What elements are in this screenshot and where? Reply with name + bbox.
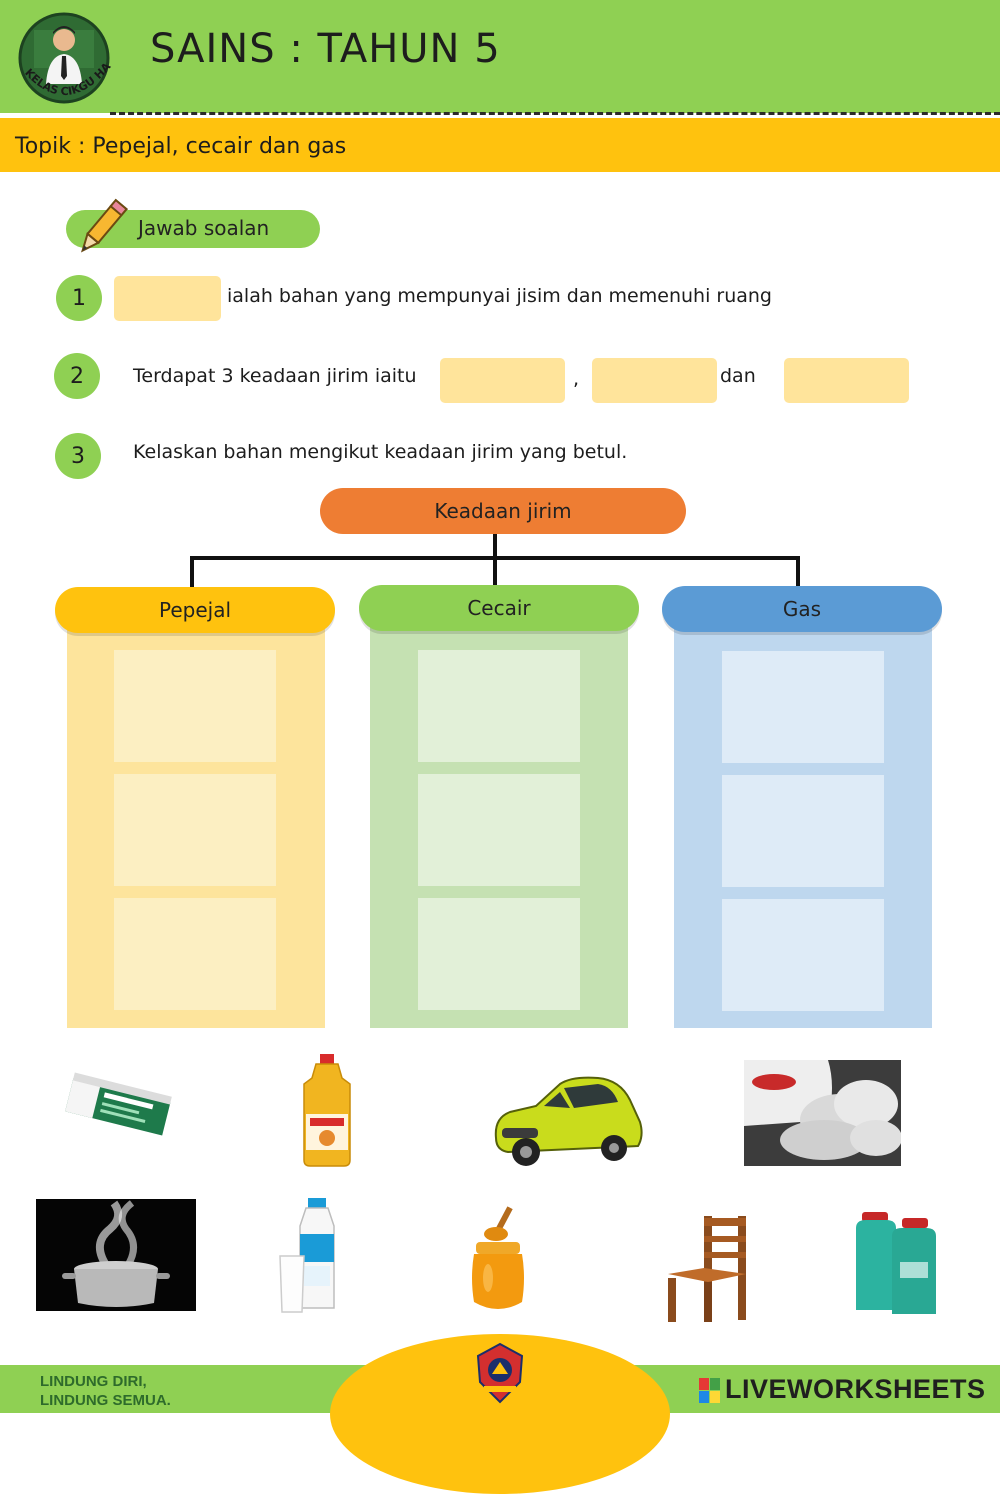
wooden-chair-icon[interactable] bbox=[664, 1212, 752, 1324]
footer-slogan-line-1: LINDUNG DIRI, bbox=[40, 1373, 147, 1390]
boiling-pot-steam-icon[interactable] bbox=[36, 1199, 196, 1311]
q2-answer-blank-1[interactable] bbox=[440, 358, 565, 403]
liveworksheets-logo-icon bbox=[699, 1378, 720, 1403]
eraser-icon[interactable] bbox=[60, 1068, 176, 1144]
question-2-separator: , bbox=[573, 368, 580, 390]
gas-drop-slot-3[interactable] bbox=[722, 899, 884, 1011]
gas-cylinder-icon[interactable] bbox=[848, 1206, 944, 1320]
footer-brand: LIVEWORKSHEETS bbox=[725, 1374, 986, 1404]
q2-answer-blank-2[interactable] bbox=[592, 358, 717, 403]
honey-jar-icon[interactable] bbox=[466, 1204, 530, 1316]
question-3-text: Kelaskan bahan mengikut keadaan jirim ya… bbox=[133, 441, 628, 463]
gas-drop-slot-1[interactable] bbox=[722, 651, 884, 763]
diagram-connector-middle bbox=[493, 556, 497, 590]
car-exhaust-smoke-icon[interactable] bbox=[744, 1060, 901, 1166]
milk-bottle-icon[interactable] bbox=[278, 1196, 344, 1316]
pencil-icon bbox=[80, 198, 128, 253]
cecair-drop-slot-2[interactable] bbox=[418, 774, 580, 886]
cooking-oil-bottle-icon[interactable] bbox=[298, 1052, 356, 1168]
question-1-number: 1 bbox=[56, 275, 102, 321]
diagram-connector-right bbox=[796, 556, 800, 590]
gas-drop-slot-2[interactable] bbox=[722, 775, 884, 887]
topic-label: Topik : Pepejal, cecair dan gas bbox=[15, 134, 347, 159]
diagram-connector-left bbox=[190, 556, 194, 590]
footer-slogan-line-2: LINDUNG SEMUA. bbox=[40, 1392, 171, 1409]
cecair-header: Cecair bbox=[359, 585, 639, 631]
car-icon[interactable] bbox=[488, 1066, 646, 1170]
pepejal-header: Pepejal bbox=[55, 587, 335, 633]
cecair-drop-slot-3[interactable] bbox=[418, 898, 580, 1010]
question-2-number: 2 bbox=[54, 353, 100, 399]
school-crest-icon bbox=[476, 1342, 524, 1404]
pepejal-drop-slot-3[interactable] bbox=[114, 898, 276, 1010]
gas-header: Gas bbox=[662, 586, 942, 632]
pepejal-drop-slot-2[interactable] bbox=[114, 774, 276, 886]
cecair-drop-slot-1[interactable] bbox=[418, 650, 580, 762]
question-2-text: Terdapat 3 keadaan jirim iaitu bbox=[133, 365, 417, 387]
footer-slogan: LINDUNG DIRI, LINDUNG SEMUA. bbox=[40, 1372, 171, 1410]
question-3-number: 3 bbox=[55, 433, 101, 479]
header-bar bbox=[0, 0, 1000, 113]
question-2-conjunction: dan bbox=[720, 365, 756, 387]
q1-answer-blank[interactable] bbox=[114, 276, 221, 321]
page-title: SAINS : TAHUN 5 bbox=[150, 26, 501, 72]
teacher-logo-icon: KELAS CIKGU HAFEZ bbox=[12, 10, 114, 104]
question-1-text: ialah bahan yang mempunyai jisim dan mem… bbox=[227, 285, 772, 307]
q2-answer-blank-3[interactable] bbox=[784, 358, 909, 403]
instruction-label: Jawab soalan bbox=[138, 216, 270, 240]
topic-bar bbox=[0, 118, 1000, 172]
pepejal-drop-slot-1[interactable] bbox=[114, 650, 276, 762]
diagram-connector-stem bbox=[493, 534, 497, 558]
header-dashed-divider bbox=[110, 112, 1000, 115]
diagram-root-node: Keadaan jirim bbox=[320, 488, 686, 534]
